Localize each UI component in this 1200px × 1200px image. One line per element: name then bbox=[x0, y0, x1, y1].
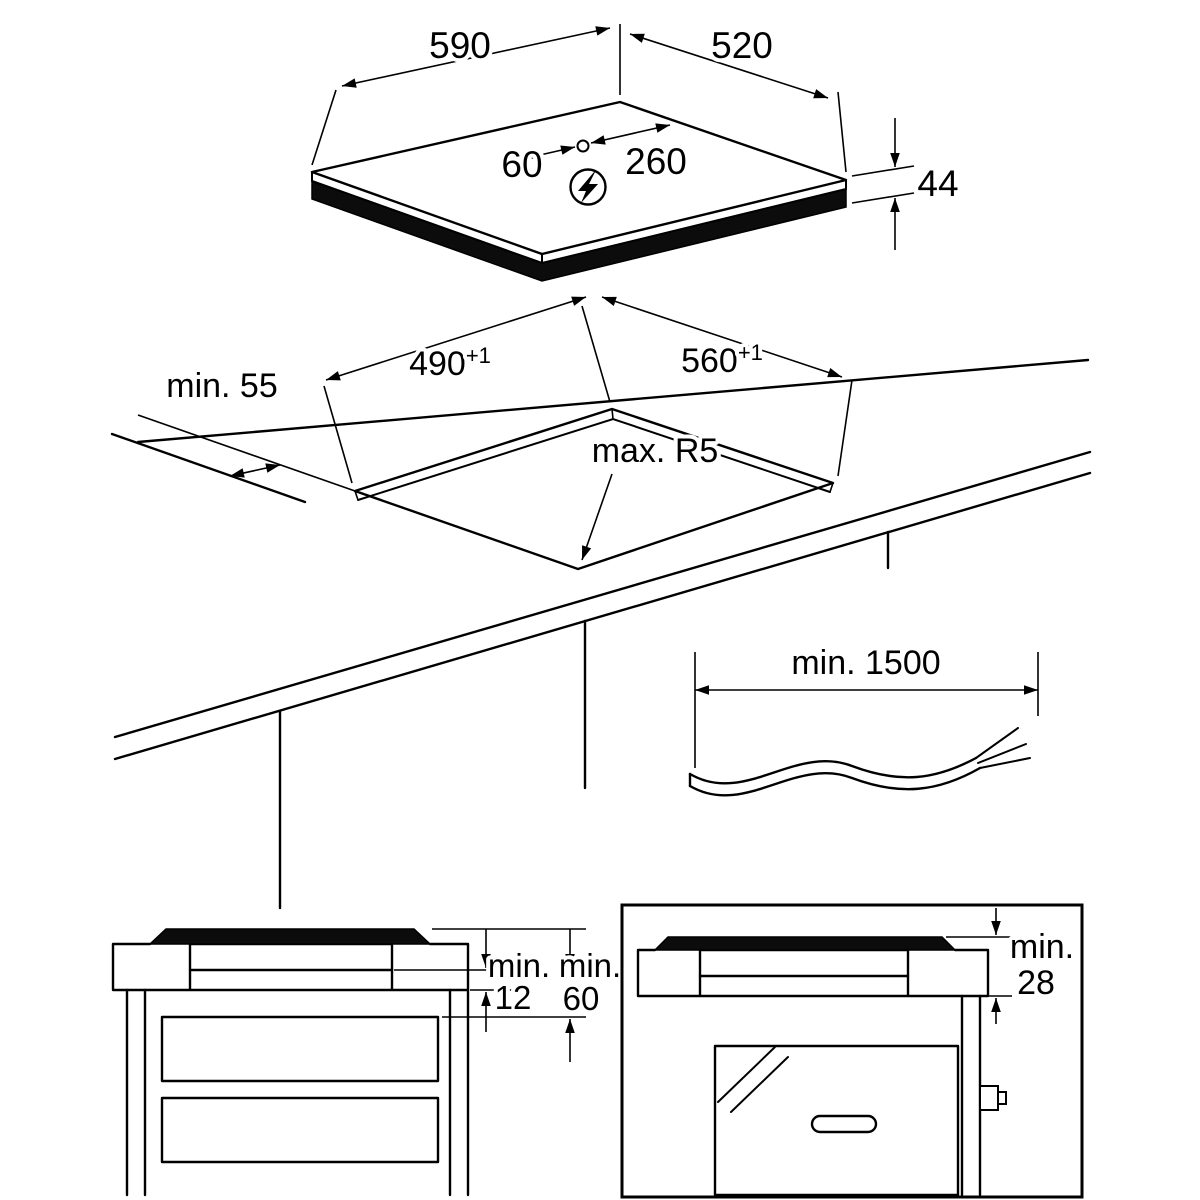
cable-entry-point bbox=[576, 139, 590, 153]
oven-section-frame bbox=[620, 903, 1084, 1199]
hob-body-section bbox=[188, 942, 394, 972]
side-fixing-screw bbox=[997, 1091, 1007, 1105]
gap28-value: 28 bbox=[1017, 964, 1055, 1002]
worktop-side-edge bbox=[110, 432, 307, 504]
cable-offset-label: 60 bbox=[501, 144, 542, 185]
hob-body-section-right bbox=[698, 948, 910, 978]
cabinet-legs bbox=[278, 530, 890, 910]
cable-span-dim bbox=[590, 123, 671, 145]
hob-glass-section-right bbox=[653, 936, 957, 951]
power-connection-icon bbox=[569, 168, 607, 206]
cutout-depth-extension bbox=[323, 305, 611, 484]
cable-curve-bottom bbox=[688, 766, 982, 797]
drawer-front-top bbox=[160, 1015, 440, 1083]
worktop-cross-section-right bbox=[636, 948, 990, 998]
cable-span-label: 260 bbox=[625, 141, 687, 182]
cable-curve-top bbox=[688, 756, 978, 785]
side-fixing-bracket bbox=[979, 1085, 999, 1111]
drawer-front-bottom bbox=[160, 1096, 440, 1164]
corner-radius-arrow bbox=[581, 473, 613, 561]
cable-length-label: min. 1500 bbox=[791, 644, 940, 682]
oven-handle bbox=[810, 1114, 878, 1134]
oven-cabinet-section: min. 28 bbox=[620, 903, 1084, 1199]
worktop-back-edge bbox=[136, 358, 1090, 444]
hob-depth-dim-line bbox=[629, 33, 829, 99]
cable-wire-ends bbox=[975, 727, 1031, 769]
gap12-value: 12 bbox=[495, 979, 532, 1016]
drawer-cabinet-section: min. 12 min. 60 bbox=[111, 928, 625, 1197]
lightning-bolt-icon bbox=[578, 172, 598, 203]
cutout-thickness-ticks bbox=[354, 408, 834, 501]
cable-length-extension bbox=[694, 652, 1039, 768]
edge-clearance-dim bbox=[229, 463, 281, 478]
cutout-width-dim bbox=[601, 296, 843, 378]
cutout-width-label: 560+1 bbox=[681, 340, 763, 380]
hob-isometric-view: 590 520 44 60 260 bbox=[310, 21, 963, 282]
hob-extension-lines bbox=[311, 24, 847, 173]
gap60-min-label: min. bbox=[559, 947, 621, 984]
cutout-width-extension bbox=[837, 379, 853, 477]
hob-glass-edge bbox=[311, 171, 847, 265]
hob-depth-label: 520 bbox=[711, 25, 773, 66]
oven-top-chamfer bbox=[717, 1046, 789, 1113]
hob-width-dim-line bbox=[341, 26, 611, 88]
power-cable-view: min. 1500 bbox=[688, 640, 1039, 797]
drawer-dim-extensions bbox=[394, 928, 586, 1018]
cabinet-sides bbox=[125, 988, 470, 1197]
worktop-front-edge-bottom bbox=[113, 471, 1092, 761]
hob-height-extension bbox=[851, 165, 915, 204]
gap28-min-label: min. bbox=[1010, 928, 1074, 966]
cutout-edge-extension bbox=[137, 414, 356, 492]
gap60-value: 60 bbox=[563, 980, 600, 1017]
cabinet-side-panel bbox=[960, 994, 982, 1197]
worktop-cross-section bbox=[111, 942, 470, 992]
hob-height-label: 44 bbox=[917, 163, 958, 204]
hob-glass-section bbox=[148, 928, 432, 945]
corner-radius-label: max. R5 bbox=[592, 432, 719, 470]
edge-clearance-label: min. 55 bbox=[166, 367, 278, 405]
hob-width-label: 590 bbox=[429, 25, 491, 66]
cutout-depth-label: 490+1 bbox=[409, 343, 491, 383]
worktop-cutout-view: min. 55 490+1 560+1 max. R5 bbox=[110, 296, 1092, 910]
cable-offset-dim bbox=[526, 145, 576, 160]
oven-dim-extensions bbox=[946, 936, 1012, 997]
gap12-min-label: min. bbox=[488, 947, 550, 984]
cutout-depth-dim bbox=[325, 296, 587, 381]
worktop-front-edge-top bbox=[113, 450, 1092, 739]
